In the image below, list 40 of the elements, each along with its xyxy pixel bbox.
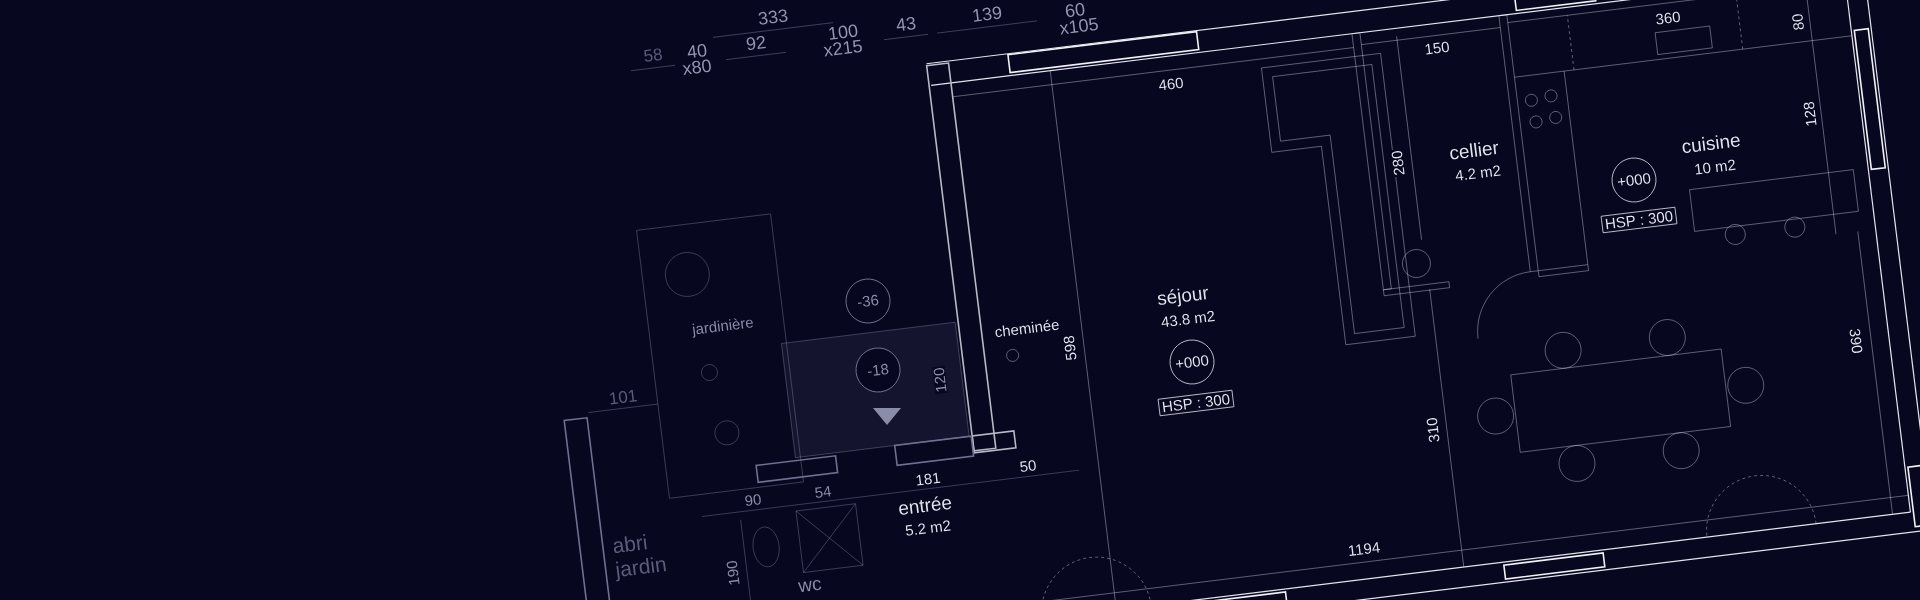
room-label: entrée bbox=[896, 493, 954, 517]
room-label: abri jardin bbox=[610, 529, 680, 583]
dimension-label: 333 bbox=[756, 7, 790, 27]
dimension-label: 310 bbox=[1425, 415, 1441, 445]
room-label: wc bbox=[796, 578, 824, 594]
room-label: séjour bbox=[1155, 283, 1211, 311]
dimension-label: 280 bbox=[1390, 148, 1406, 178]
dimension-label: 139 bbox=[970, 4, 1004, 24]
dimension-label: x105 bbox=[1057, 16, 1101, 36]
area-label: 4.2 m2 bbox=[1453, 163, 1503, 183]
dimension-label: 50 bbox=[1017, 458, 1039, 474]
room-label: cuisine bbox=[1679, 131, 1743, 155]
dimension-label: 598 bbox=[1062, 333, 1078, 363]
dimension-label: 190 bbox=[725, 558, 741, 588]
dimension-label: 92 bbox=[744, 34, 768, 52]
dimension-label: 60 bbox=[1063, 1, 1087, 19]
dimension-label: x80 bbox=[680, 57, 714, 77]
dimension-label: 460 bbox=[1156, 76, 1186, 92]
area-label: 10 m2 bbox=[1692, 158, 1738, 176]
dimension-label: cheminée bbox=[992, 317, 1062, 339]
dimension-label: 120 bbox=[932, 365, 948, 395]
dimension-label: 80 bbox=[1790, 11, 1806, 33]
dimension-label: 54 bbox=[813, 484, 834, 500]
dimension-label: 58 bbox=[641, 46, 665, 64]
dimension-label: 181 bbox=[913, 471, 943, 487]
ceiling-height-tag: HSP : 300 bbox=[1157, 389, 1235, 417]
dimension-label: 90 bbox=[742, 492, 764, 508]
dimension-label: 128 bbox=[1802, 99, 1818, 129]
area-label: 5.2 m2 bbox=[903, 518, 953, 538]
dimension-label: 43 bbox=[894, 15, 918, 33]
dimension-label: 150 bbox=[1422, 40, 1452, 56]
dimension-label: jardinière bbox=[690, 315, 756, 339]
ceiling-height-tag: HSP : 300 bbox=[1600, 206, 1678, 234]
dimension-label: x215 bbox=[821, 38, 865, 58]
dimension-label: 390 bbox=[1848, 326, 1864, 356]
dimension-label: 40 bbox=[685, 42, 709, 60]
dimension-label: 1194 bbox=[1346, 540, 1382, 558]
room-label: cellier bbox=[1447, 138, 1501, 162]
dimension-label: 101 bbox=[607, 388, 639, 406]
dimension-label: 360 bbox=[1653, 10, 1683, 26]
